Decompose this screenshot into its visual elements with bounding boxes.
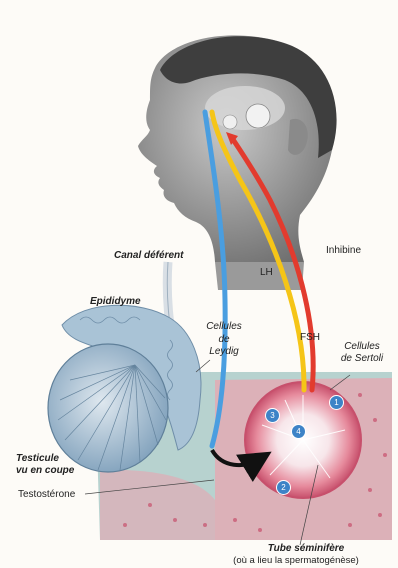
label-leydig-line3: Leydig	[194, 346, 254, 357]
label-sertoli-line2: de Sertoli	[330, 353, 394, 364]
label-tube-line2: (où a lieu la spermatogénèse)	[196, 555, 396, 566]
label-fsh: FSH	[300, 332, 320, 343]
label-inhibine: Inhibine	[326, 245, 361, 256]
label-testicule-line2: vu en coupe	[16, 465, 74, 476]
label-leydig-line2: de	[194, 334, 254, 345]
label-testosterone: Testostérone	[18, 489, 75, 500]
badge-2: 2	[276, 480, 291, 495]
label-tube-line1: Tube séminifère	[226, 543, 386, 554]
label-canal-deferent: Canal déférent	[114, 250, 183, 261]
label-testicule-line1: Testicule	[16, 453, 59, 464]
label-epididyme: Epididyme	[90, 296, 141, 307]
label-lh: LH	[260, 267, 273, 278]
badge-4: 4	[291, 424, 306, 439]
label-sertoli-line1: Cellules	[330, 341, 394, 352]
badge-3: 3	[265, 408, 280, 423]
label-leydig-line1: Cellules	[194, 321, 254, 332]
testis-cross-section	[48, 344, 168, 472]
badge-1: 1	[329, 395, 344, 410]
